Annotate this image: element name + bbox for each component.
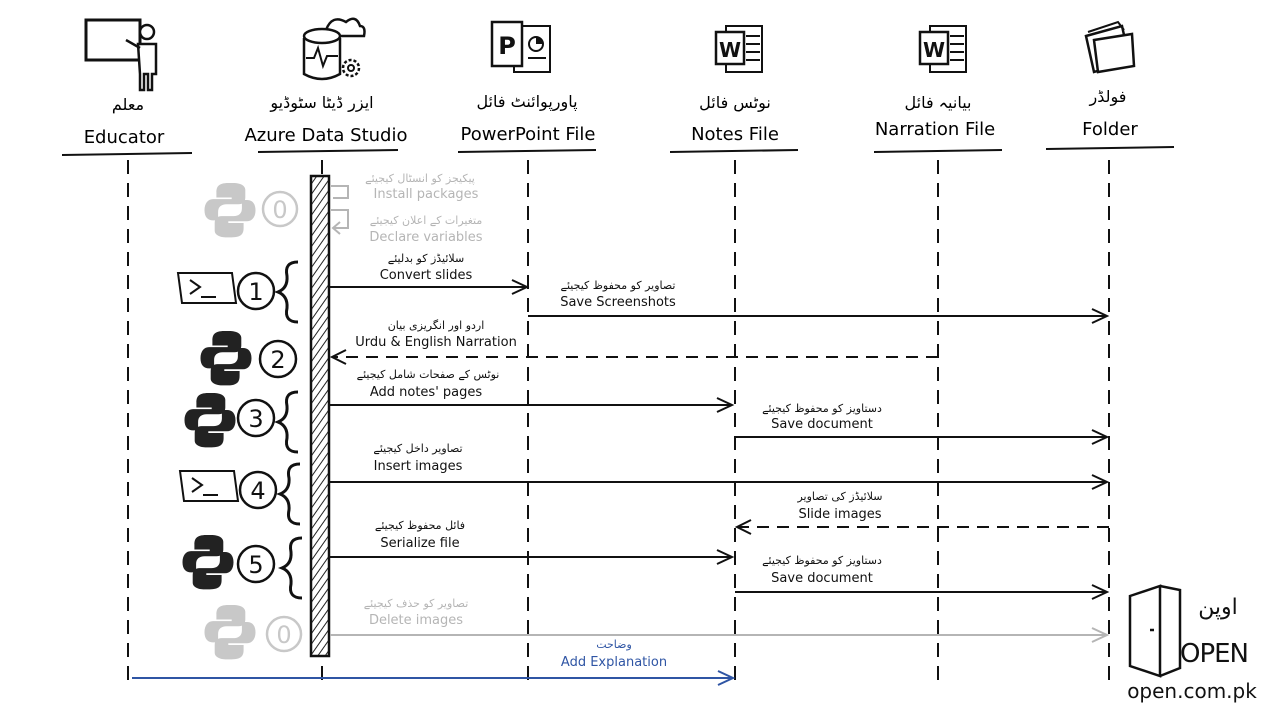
- participant-notes-file: W نوٹس فائل Notes File: [669, 24, 799, 153]
- message-english: Convert slides: [380, 268, 473, 283]
- step-number: 5: [248, 551, 263, 579]
- participant-english: Notes File: [691, 124, 779, 145]
- message-english: Delete images: [369, 613, 463, 628]
- message-urdu: نوٹس کے صفحات شامل کیجیئے: [357, 368, 500, 381]
- brace: [277, 536, 303, 600]
- message-urdu: اردو اور انگریزی بیان: [388, 319, 485, 332]
- lifelines: [127, 160, 1110, 680]
- participant-english: Educator: [84, 127, 165, 148]
- brace: [273, 260, 299, 324]
- python-icon: [204, 183, 256, 238]
- step-1: 1: [177, 260, 299, 324]
- message-urdu: تصاویر کو حذف کیجیئے: [364, 597, 469, 610]
- participant-azure-data-studio: ایزر ڈیٹا سٹوڈیو Azure Data Studio: [244, 17, 408, 153]
- step-0-bottom: 0: [204, 605, 303, 660]
- participant-urdu: معلم: [112, 95, 144, 114]
- step-0-top: 0: [204, 183, 299, 238]
- terminal-icon: [179, 470, 239, 502]
- participant-english: Azure Data Studio: [244, 125, 407, 146]
- step-number: 0: [272, 196, 287, 224]
- python-icon: [200, 331, 252, 386]
- message-arrows: [132, 185, 1110, 686]
- message-urdu: تصاویر کو محفوظ کیجیئے: [561, 279, 676, 292]
- message-urdu: تصاویر داخل کیجیئے: [373, 442, 462, 455]
- folder-icon: [1084, 20, 1136, 74]
- word-file-icon: W: [714, 24, 764, 74]
- step-number: 0: [276, 621, 291, 649]
- terminal-icon: [177, 272, 237, 304]
- powerpoint-file-icon: P: [490, 20, 551, 73]
- message-urdu: پیکیجز کو انسٹال کیجیئے: [365, 172, 475, 185]
- step-3: 3: [184, 390, 299, 454]
- message-labels: پیکیجز کو انسٹال کیجیئے Install packages…: [355, 172, 882, 670]
- svg-text:W: W: [719, 38, 741, 62]
- message-english: Urdu & English Narration: [355, 335, 517, 350]
- open-logo: اوپن OPEN open.com.pk: [1127, 584, 1257, 703]
- participant-narration-file: W بیانیہ فائل Narration File: [873, 24, 1003, 153]
- message-urdu: فائل محفوظ کیجیئے: [375, 519, 465, 532]
- step-number: 2: [270, 346, 285, 374]
- step-2: 2: [200, 331, 298, 386]
- message-urdu: دستاویز کو محفوظ کیجیئے: [762, 402, 882, 415]
- azure-data-studio-icon: [302, 17, 366, 81]
- arrow-install-packages: [331, 185, 349, 199]
- participant-folder: فولڈر Folder: [1045, 20, 1175, 150]
- message-urdu: وضاحت: [596, 638, 632, 651]
- word-file-icon: W: [918, 24, 968, 74]
- step-4: 4: [179, 462, 301, 526]
- message-english: Add Explanation: [561, 655, 667, 670]
- python-icon: [204, 605, 256, 660]
- activation-bar: [309, 174, 331, 658]
- message-english: Declare variables: [369, 230, 482, 245]
- brace: [273, 390, 299, 454]
- participant-urdu: ایزر ڈیٹا سٹوڈیو: [269, 93, 373, 113]
- message-english: Slide images: [798, 507, 881, 522]
- logo-url: open.com.pk: [1127, 679, 1257, 703]
- logo-urdu: اوپن: [1198, 595, 1238, 620]
- step-number: 1: [248, 278, 263, 306]
- logo-english: OPEN: [1180, 639, 1248, 669]
- participant-educator: معلم Educator: [61, 18, 193, 156]
- message-english: Save document: [771, 417, 873, 432]
- svg-text:W: W: [923, 38, 945, 62]
- python-icon: [182, 535, 234, 590]
- message-urdu: سلائیڈز کی تصاویر: [796, 490, 882, 503]
- arrow-declare-variables: [331, 209, 349, 229]
- message-english: Serialize file: [380, 536, 459, 551]
- message-urdu: متغیرات کے اعلان کیجیئے: [370, 214, 483, 227]
- message-english: Install packages: [374, 187, 479, 202]
- participant-urdu: بیانیہ فائل: [905, 93, 972, 112]
- step-5: 5: [182, 535, 303, 600]
- participant-urdu: فولڈر: [1089, 87, 1127, 107]
- teacher-icon: [84, 18, 158, 92]
- message-english: Save Screenshots: [560, 295, 676, 310]
- participant-powerpoint-file: P پاورپوائنٹ فائل PowerPoint File: [457, 20, 597, 153]
- participant-urdu: نوٹس فائل: [699, 93, 771, 113]
- step-number: 4: [250, 477, 265, 505]
- python-icon: [184, 393, 236, 448]
- svg-text:P: P: [498, 32, 516, 60]
- participant-urdu: پاورپوائنٹ فائل: [476, 92, 577, 112]
- brace: [275, 462, 301, 526]
- participant-english: Folder: [1082, 119, 1138, 140]
- message-urdu: سلائیڈز کو بدلیئے: [388, 252, 464, 265]
- message-urdu: دستاویز کو محفوظ کیجیئے: [762, 554, 882, 567]
- message-english: Insert images: [374, 459, 463, 474]
- message-english: Add notes' pages: [370, 385, 483, 400]
- message-english: Save document: [771, 571, 873, 586]
- step-number: 3: [248, 405, 263, 433]
- participant-english: PowerPoint File: [461, 124, 596, 145]
- participant-english: Narration File: [875, 119, 995, 140]
